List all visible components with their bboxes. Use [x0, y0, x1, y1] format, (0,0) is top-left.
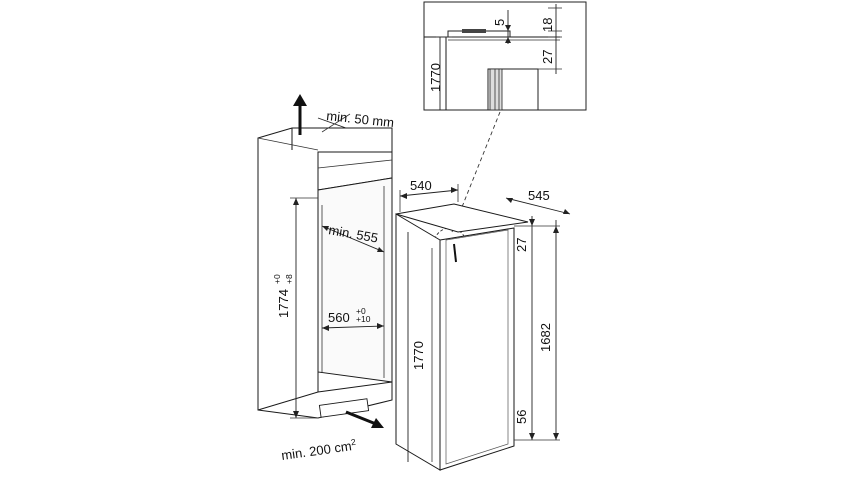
cabinet-base	[257, 381, 393, 419]
label-1774: 1774	[276, 289, 291, 318]
label-27: 27	[514, 238, 529, 252]
detail-dim-18: 18	[540, 18, 555, 32]
label-560-tol-bottom: +10	[356, 314, 371, 324]
detail-dim-1770: 1770	[428, 63, 443, 92]
niche-opening	[317, 177, 393, 383]
label-545: 545	[528, 188, 550, 203]
label-56: 56	[514, 410, 529, 424]
detail-inset: 1770 18 27 5	[423, 1, 587, 111]
cabinet-niche	[257, 127, 393, 419]
label-560: 560	[328, 310, 350, 325]
dim-560-line	[321, 325, 385, 329]
label-560-tol-top: +0	[356, 306, 366, 316]
detail-dim-5: 5	[492, 19, 507, 26]
vent-bottom-arrow-icon	[371, 418, 384, 428]
label-1682: 1682	[538, 323, 553, 352]
dim-540-line	[399, 189, 459, 197]
label-min-50mm: min. 50 mm	[326, 108, 395, 130]
vent-grille	[318, 398, 370, 418]
vent-bottom-arrow-shaft	[345, 410, 377, 426]
appliance-door	[439, 227, 515, 471]
appliance-top	[395, 203, 529, 233]
detail-rail-bracket	[462, 29, 486, 33]
label-1774-tol-top: +0	[272, 274, 282, 284]
dim-545-line	[505, 197, 571, 215]
door-handle	[453, 243, 457, 263]
dim-min50-line	[317, 117, 347, 129]
label-540: 540	[410, 178, 432, 193]
detail-door-edge	[489, 68, 503, 111]
detail-dim-27: 27	[540, 50, 555, 64]
label-min-200cm: min. 200 cm2	[280, 437, 357, 463]
dim-min555-line	[321, 225, 385, 253]
appliance	[395, 184, 571, 471]
label-1770: 1770	[411, 341, 426, 370]
vent-top-arrow-icon	[293, 94, 307, 106]
label-1774-tol-bottom: +8	[284, 274, 294, 284]
